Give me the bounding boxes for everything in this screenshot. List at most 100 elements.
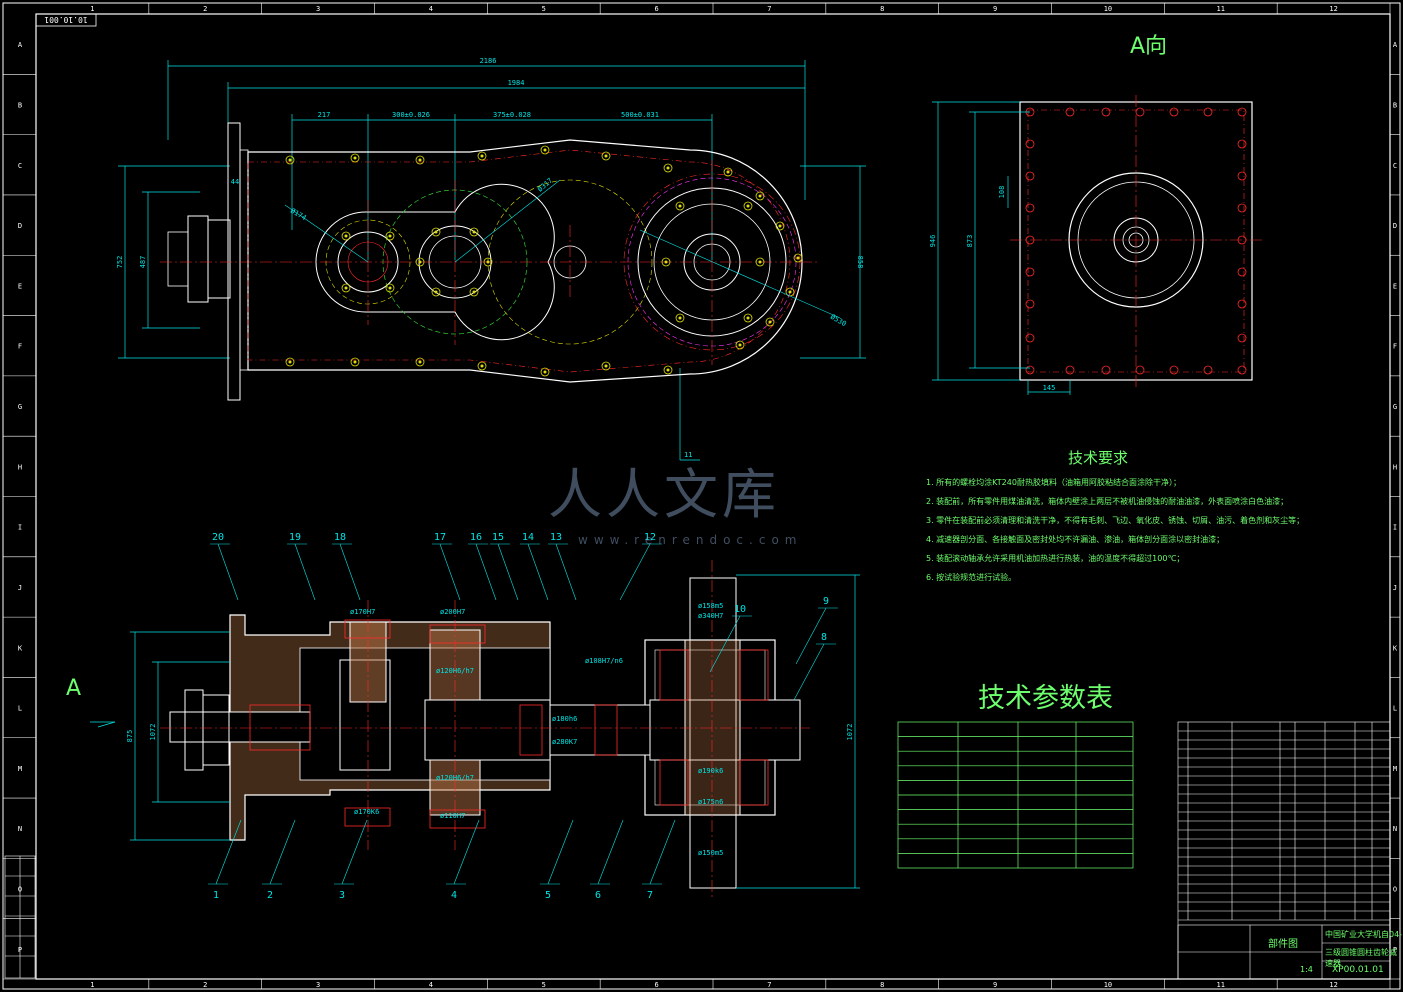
bolt-center [344, 234, 348, 238]
watermark-text: 人人文库 [548, 463, 780, 526]
grid-row-label: A [18, 41, 23, 49]
part-number: 15 [492, 532, 504, 543]
bolt-center [758, 194, 762, 198]
dim-752: 752 [116, 256, 124, 269]
part-leader-line [597, 819, 624, 885]
part-leader-line [527, 543, 549, 601]
bolt-center [344, 286, 348, 290]
bolt-center [472, 230, 476, 234]
a-view-bolt [1065, 107, 1075, 117]
bolt-center [678, 204, 682, 208]
bolt-center [434, 290, 438, 294]
part-number: 7 [647, 890, 653, 901]
a-view-bolt [1025, 203, 1035, 213]
grid-col-label: 7 [767, 981, 771, 989]
bolt-head [469, 287, 479, 297]
bolt-head [341, 283, 351, 293]
sec-dim-d170k6: ø170K6 [354, 808, 379, 816]
a-view-bolt [1025, 171, 1035, 181]
part-leader-line [619, 543, 651, 601]
grid-row-label: C [18, 162, 22, 170]
grid-row-label: I [1393, 524, 1397, 532]
sec-dim-1072: 1072 [846, 724, 854, 741]
part-number: 3 [339, 890, 345, 901]
grid-col-label: 5 [542, 5, 546, 13]
dim-375: 375±0.028 [493, 111, 531, 119]
bolt-center [388, 286, 392, 290]
bolt-center [758, 260, 762, 264]
sec-dim-d180h6: ø180h6 [552, 715, 577, 723]
part-leader-line [649, 819, 676, 885]
bolt-head [663, 163, 673, 173]
bolt-center [480, 154, 484, 158]
grid-row-label: J [1393, 584, 1397, 592]
title-university: 中国矿业大学机自04- [1325, 930, 1403, 939]
bolt-center [746, 204, 750, 208]
grid-row-label: I [18, 524, 22, 532]
grid-col-label: 2 [203, 981, 207, 989]
part-leader-line [294, 543, 316, 601]
sec-dim-d110h7: ø110H7 [440, 812, 465, 820]
tech-req-1: 1. 所有的螺栓均涂KT240耐热胶填料（油箱用阿胶粘结合面涂除干净）； [926, 478, 1181, 487]
bolt-center [543, 370, 547, 374]
part-number: 12 [644, 532, 656, 543]
a-view-bolt [1237, 267, 1247, 277]
sec-dim-875: 875 [126, 730, 134, 743]
part-number: 1 [213, 890, 219, 901]
grid-row-label: K [18, 644, 23, 652]
bolt-center [604, 154, 608, 158]
sec-dim-d175n6: ø175n6 [698, 798, 723, 806]
a-view-bolt [1203, 107, 1213, 117]
grid-row-label: B [18, 101, 22, 109]
sec-dim-d340h7: ø340H7 [698, 612, 723, 620]
part-leader-line [269, 819, 296, 885]
bolt-head [793, 253, 803, 263]
a-view-bolt [1025, 139, 1035, 149]
tech-req-6: 6. 按试验规范进行试验。 [926, 573, 1017, 582]
grid-row-label: K [1393, 644, 1398, 652]
a-view-bolt [1101, 365, 1111, 375]
a-view-title: A向 [1130, 34, 1168, 59]
bolt-center [666, 368, 670, 372]
bolt-center [604, 364, 608, 368]
bolt-head [341, 231, 351, 241]
bolt-head [663, 365, 673, 375]
grid-col-label: 6 [654, 981, 658, 989]
bolt-head [601, 361, 611, 371]
bolt-head [743, 201, 753, 211]
dim-44: 44 [231, 178, 239, 186]
sec-dim-d470: 1072 [149, 724, 157, 741]
grid-row-label: E [1393, 282, 1397, 290]
bolt-head [540, 367, 550, 377]
part-number: 20 [212, 532, 224, 543]
title-scale: 1:4 [1300, 965, 1313, 974]
part-leader-line [217, 543, 239, 601]
grid-row-label: N [18, 825, 22, 833]
grid-row-label: O [1393, 886, 1397, 894]
part-leader-line [215, 819, 242, 885]
grid-row-label: D [18, 222, 22, 230]
top-view-bolts [285, 145, 803, 377]
bolt-center [738, 343, 742, 347]
grid-col-label: 3 [316, 5, 320, 13]
bolt-center [543, 148, 547, 152]
grid-col-label: 6 [654, 5, 658, 13]
bolt-head [350, 357, 360, 367]
leader-11: 11 [684, 451, 692, 459]
sec-dim-d120-top: ø120H6/h7 [436, 667, 474, 675]
grid-row-label: P [1393, 946, 1397, 954]
bolt-head [285, 357, 295, 367]
grid-row-label: E [18, 282, 22, 290]
bolt-center [353, 156, 357, 160]
sec-dim-d108: ø108H7/n6 [585, 657, 623, 665]
bolt-head [431, 227, 441, 237]
bolt-head [431, 287, 441, 297]
bolt-center [768, 320, 772, 324]
sec-dim-d200h7: ø200H7 [440, 608, 465, 616]
grid-row-label: C [1393, 162, 1397, 170]
part-number: 9 [823, 596, 829, 607]
tech-req-2: 2. 装配前，所有零件用煤油清洗，箱体内壁涂上两层不被机油侵蚀的耐油油漆，外表面… [926, 497, 1289, 506]
drawing-number-rotated: 10.10.001 [44, 15, 88, 24]
